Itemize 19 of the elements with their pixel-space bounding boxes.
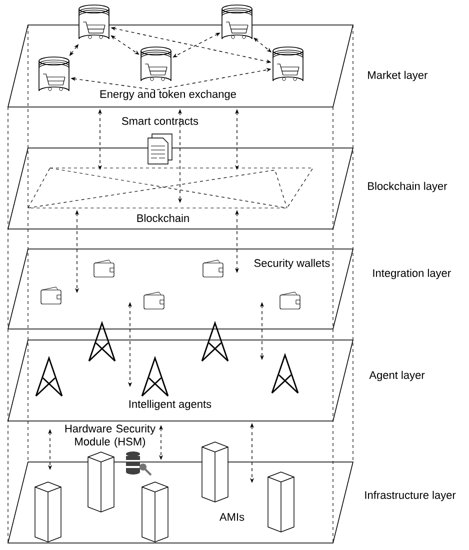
- icon-caption: Hardware Security Module (HSM): [65, 424, 156, 448]
- shopping-cart-cylinder: [222, 4, 252, 40]
- arrow: [110, 35, 140, 55]
- plane-label: Security wallets: [254, 258, 330, 270]
- plane-label: Intelligent agents: [129, 400, 212, 410]
- layer-name: Blockchain layer: [368, 182, 448, 192]
- plane-label: AMIs: [219, 513, 244, 521]
- shopping-cart-cylinder: [78, 4, 110, 40]
- layer-name: Infrastructure layer: [365, 490, 456, 502]
- layer-name: Agent layer: [369, 370, 425, 382]
- shopping-cart-cylinder: [272, 46, 304, 82]
- shopping-cart-cylinder: [140, 46, 172, 82]
- network-outline: [28, 168, 314, 208]
- layer-name: Market layer: [368, 70, 428, 82]
- plane-label: Energy and token exchange: [100, 90, 236, 100]
- icon-caption: Smart contracts: [122, 117, 198, 125]
- layer-name: Integration layer: [373, 268, 451, 280]
- plane-label: Blockchain: [137, 214, 189, 222]
- shopping-cart-cylinder: [38, 56, 70, 92]
